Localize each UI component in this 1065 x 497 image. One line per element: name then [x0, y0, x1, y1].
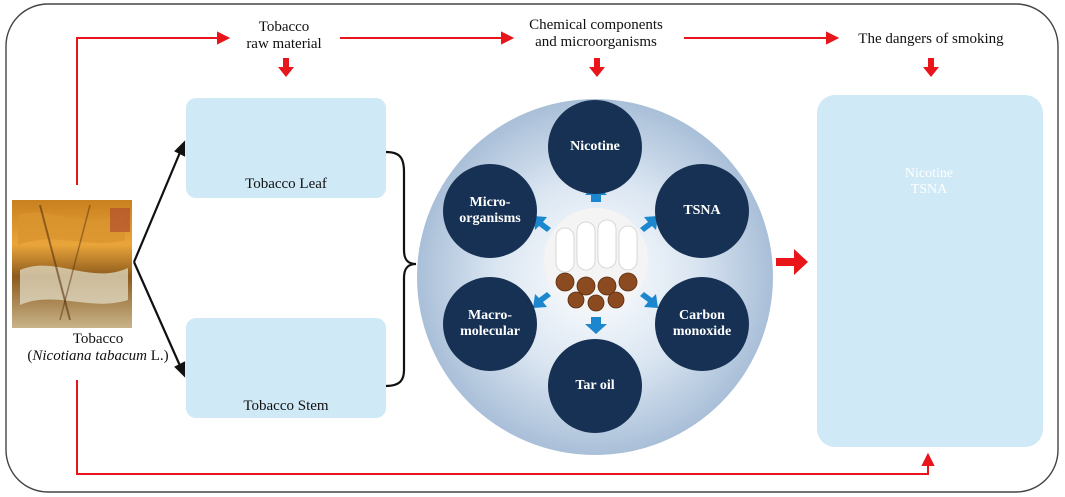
raw-to-chemical-arrowhead	[501, 31, 515, 45]
species-open-paren: (	[27, 347, 33, 364]
burst-label-line2: TSNA	[910, 181, 948, 197]
spoke-to-tsna	[640, 216, 658, 232]
header-down-arrows	[278, 58, 939, 77]
tobacco-leaf-box	[186, 98, 386, 198]
branch-up-arrowhead	[174, 140, 186, 157]
component-macromolecular: Macro-molecular	[443, 277, 537, 371]
burst-label-line1: Nicotine	[904, 166, 954, 181]
tobacco-plant-label-line1: Tobacco	[72, 331, 124, 347]
spoke-to-tar	[585, 317, 607, 334]
plant-to-raw-arrow	[76, 37, 222, 185]
to-dangers-arrow	[776, 249, 808, 275]
component-tsna: TSNA	[655, 164, 749, 258]
tobacco-stem-box	[186, 318, 386, 418]
component-tar-line1: Tar oil	[575, 377, 615, 393]
joining-brace	[385, 150, 417, 388]
raw-material-header: Tobacco raw material	[223, 19, 345, 53]
component-carbon-line2: monoxide	[672, 324, 732, 339]
plant-to-raw-arrowhead	[217, 31, 231, 45]
component-nicotine-line1: Nicotine	[570, 138, 620, 154]
component-carbon-line1: Carbon	[679, 307, 725, 323]
chemical-to-dangers-arrowhead	[826, 31, 840, 45]
spoke-to-carbon	[640, 292, 658, 308]
tobacco-plant-label-line2: (Nicotiana tabacum L.)	[6, 348, 190, 365]
component-macro-line2: molecular	[460, 324, 520, 339]
chemical-header-line1: Chemical components	[529, 17, 663, 33]
component-micro-line2: organisms	[459, 211, 521, 226]
component-micro-line1: Micro-	[469, 194, 511, 210]
raw-material-header-line1: Tobacco	[258, 19, 310, 35]
dangers-panel	[817, 95, 1043, 447]
dangers-down-arrow	[923, 58, 939, 77]
raw-down-arrow	[278, 58, 294, 77]
component-nicotine: Nicotine	[548, 100, 642, 194]
top-flow-arrows	[76, 31, 840, 185]
bottom-flow-arrow	[76, 380, 935, 475]
component-macro-line1: Macro-	[467, 307, 513, 323]
chemical-down-arrow	[589, 58, 605, 77]
species-author: L.)	[146, 347, 169, 364]
cigarettes-image	[544, 208, 648, 312]
tobacco-leaf-label: Tobacco Leaf	[245, 176, 327, 192]
spoke-arrows	[533, 185, 658, 334]
spoke-to-macro	[533, 292, 551, 308]
raw-material-header-line2: raw material	[246, 35, 322, 52]
burst-label: Nicotine TSNA	[879, 166, 979, 197]
component-tar-oil: Tar oil	[548, 339, 642, 433]
dangers-header-text: The dangers of smoking	[858, 31, 1004, 47]
tobacco-plant-label: Tobacco (Nicotiana tabacum L.)	[6, 331, 190, 365]
outer-frame	[5, 3, 1059, 493]
component-tsna-line1: TSNA	[683, 202, 721, 218]
chemical-header-line2: and microorganisms	[535, 33, 657, 50]
branch-down-arrowhead	[174, 361, 186, 378]
spoke-to-micro	[533, 216, 551, 232]
dangers-header: The dangers of smoking	[836, 31, 1026, 48]
branch-arrows	[132, 140, 186, 378]
component-microorganisms: Micro-organisms	[443, 164, 537, 258]
species-name: Nicotiana tabacum	[32, 347, 147, 364]
tobacco-stem-label: Tobacco Stem	[243, 398, 329, 414]
bottom-flow-arrowhead	[921, 452, 935, 466]
chemical-header: Chemical components and microorganisms	[506, 17, 686, 51]
tobacco-plant-image	[12, 200, 132, 328]
